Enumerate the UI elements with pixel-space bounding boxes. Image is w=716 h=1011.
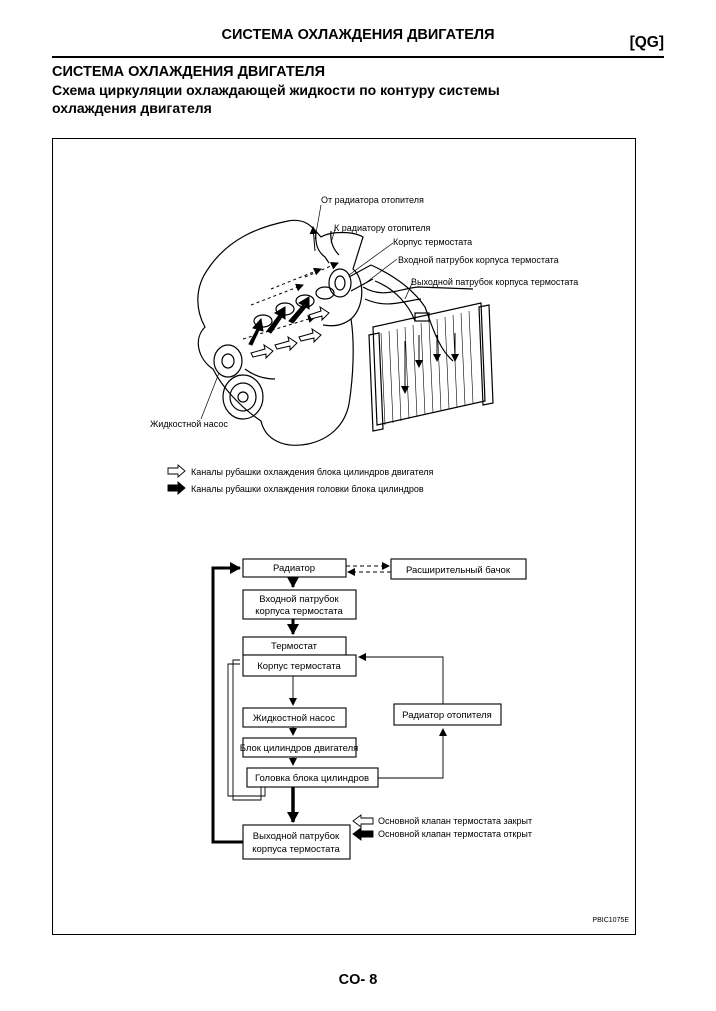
box-outlet-pipe: [242, 824, 351, 860]
legend-solid-arrow-icon: [167, 481, 186, 495]
callout-to-heater-radiator: К радиатору отопителя: [334, 223, 430, 233]
illustration-callouts: От радиатора отопителя К радиатору отопи…: [150, 195, 578, 429]
valve-open-arrow-icon: [352, 827, 374, 841]
label-outlet-pipe-1: Выходной патрубок: [253, 831, 340, 842]
engine-code-tag: [QG]: [629, 34, 664, 51]
figure-code: PBIC1075E: [592, 917, 629, 924]
head-jacket-arrows: [248, 296, 310, 346]
callout-thermostat-housing: Корпус термостата: [393, 237, 472, 247]
page-number: CO- 8: [338, 972, 378, 988]
box-expansion-tank: [390, 558, 527, 580]
label-expansion-tank: Расширительный бачок: [406, 565, 511, 576]
callout-inlet-pipe: Входной патрубок корпуса термостата: [398, 255, 559, 265]
label-cylinder-head: Головка блока цилиндров: [255, 773, 369, 784]
section-title: СИСТЕМА ОХЛАЖДЕНИЯ ДВИГАТЕЛЯ: [52, 64, 326, 80]
header-divider: [52, 56, 664, 58]
box-water-pump: [242, 707, 347, 728]
box-heater-radiator: [393, 703, 502, 726]
block-jacket-arrows: [250, 305, 330, 360]
label-cylinder-block: Блок цилиндров двигателя: [240, 743, 359, 754]
label-outlet-pipe-2: корпуса термостата: [252, 844, 340, 855]
label-thermostat: Термостат: [271, 641, 318, 652]
section-subtitle: Схема циркуляции охлаждающей жидкости по…: [52, 82, 500, 116]
legend-head-jacket: Каналы рубашки охлаждения головки блока …: [191, 484, 424, 494]
engine-illustration: [197, 219, 494, 446]
illustration-legend: Каналы рубашки охлаждения блока цилиндро…: [167, 464, 434, 495]
legend-valve-open: Основной клапан термостата открыт: [378, 829, 532, 839]
label-heater-radiator: Радиатор отопителя: [402, 710, 492, 721]
box-cylinder-head: [246, 767, 379, 788]
page-header-title: СИСТЕМА ОХЛАЖДЕНИЯ ДВИГАТЕЛЯ: [221, 27, 495, 43]
flow-legend: Основной клапан термостата закрыт Основн…: [352, 814, 532, 841]
label-radiator: Радиатор: [273, 563, 315, 574]
flow-diagram: [211, 558, 527, 860]
legend-hollow-arrow-icon: [167, 464, 186, 478]
label-thermostat-housing: Корпус термостата: [257, 661, 341, 672]
label-inlet-pipe-1: Входной патрубок: [259, 594, 339, 605]
callout-from-heater-radiator: От радиатора отопителя: [321, 195, 424, 205]
callout-leaders: [200, 204, 414, 420]
callout-water-pump: Жидкостной насос: [150, 419, 228, 429]
figure-frame: От радиатора отопителя К радиатору отопи…: [52, 138, 636, 935]
box-thermostat-housing: [242, 654, 357, 677]
label-inlet-pipe-2: корпуса термостата: [255, 606, 343, 617]
figure-canvas: От радиатора отопителя К радиатору отопи…: [150, 195, 629, 924]
valve-closed-arrow-icon: [352, 814, 374, 828]
legend-block-jacket: Каналы рубашки охлаждения блока цилиндро…: [191, 467, 434, 477]
callout-outlet-pipe: Выходной патрубок корпуса термостата: [411, 277, 578, 287]
legend-valve-closed: Основной клапан термостата закрыт: [378, 816, 532, 826]
box-cylinder-block: [242, 737, 357, 758]
flow-diagram-labels: Радиатор Расширительный бачок Входной па…: [240, 563, 511, 855]
label-water-pump: Жидкостной насос: [253, 713, 335, 724]
box-inlet-pipe: [242, 589, 357, 620]
